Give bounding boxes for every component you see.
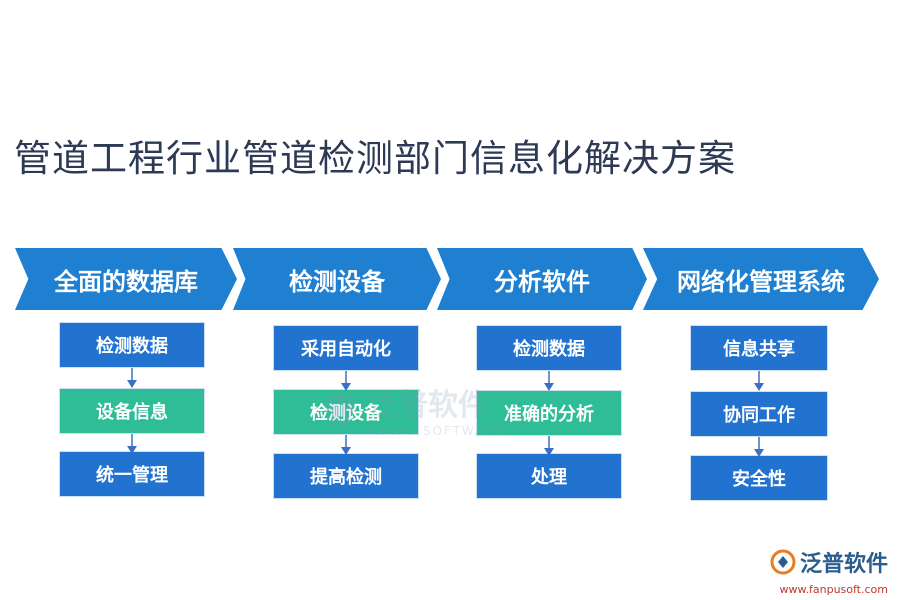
chevron-equipment: 检测设备: [233, 248, 441, 310]
chevron-label: 检测设备: [289, 266, 385, 296]
step-box: 安全性: [690, 455, 828, 501]
step-box: 统一管理: [59, 451, 205, 497]
arrow-down-icon: [544, 371, 554, 391]
chevron-label: 全面的数据库: [54, 266, 198, 296]
brand-url: www.fanpusoft.com: [779, 583, 888, 596]
arrow-down-icon: [754, 371, 764, 391]
arrow-down-icon: [341, 371, 351, 391]
step-box: 检测数据: [59, 322, 205, 368]
chevron-software: 分析软件: [437, 248, 647, 310]
arrow-down-icon: [341, 435, 351, 455]
step-box: 信息共享: [690, 325, 828, 371]
brand-name: 泛普软件: [799, 552, 888, 577]
fanpu-logo-icon: [770, 549, 796, 575]
page-title: 管道工程行业管道检测部门信息化解决方案: [14, 137, 736, 180]
arrow-down-icon: [754, 437, 764, 457]
step-box: 处理: [476, 453, 622, 499]
chevron-network: 网络化管理系统: [643, 248, 879, 310]
step-box: 检测设备: [273, 389, 419, 435]
step-box: 检测数据: [476, 325, 622, 371]
step-box: 提高检测: [273, 453, 419, 499]
arrow-down-icon: [544, 436, 554, 456]
chevron-label: 网络化管理系统: [677, 266, 845, 296]
chevron-database: 全面的数据库: [15, 248, 237, 310]
chevron-label: 分析软件: [494, 266, 590, 296]
arrow-down-icon: [127, 368, 137, 388]
step-box: 准确的分析: [476, 390, 622, 436]
brand-logo: 泛普软件: [770, 546, 888, 578]
step-box: 采用自动化: [273, 325, 419, 371]
step-box: 设备信息: [59, 388, 205, 434]
step-box: 协同工作: [690, 391, 828, 437]
arrow-down-icon: [127, 434, 137, 454]
